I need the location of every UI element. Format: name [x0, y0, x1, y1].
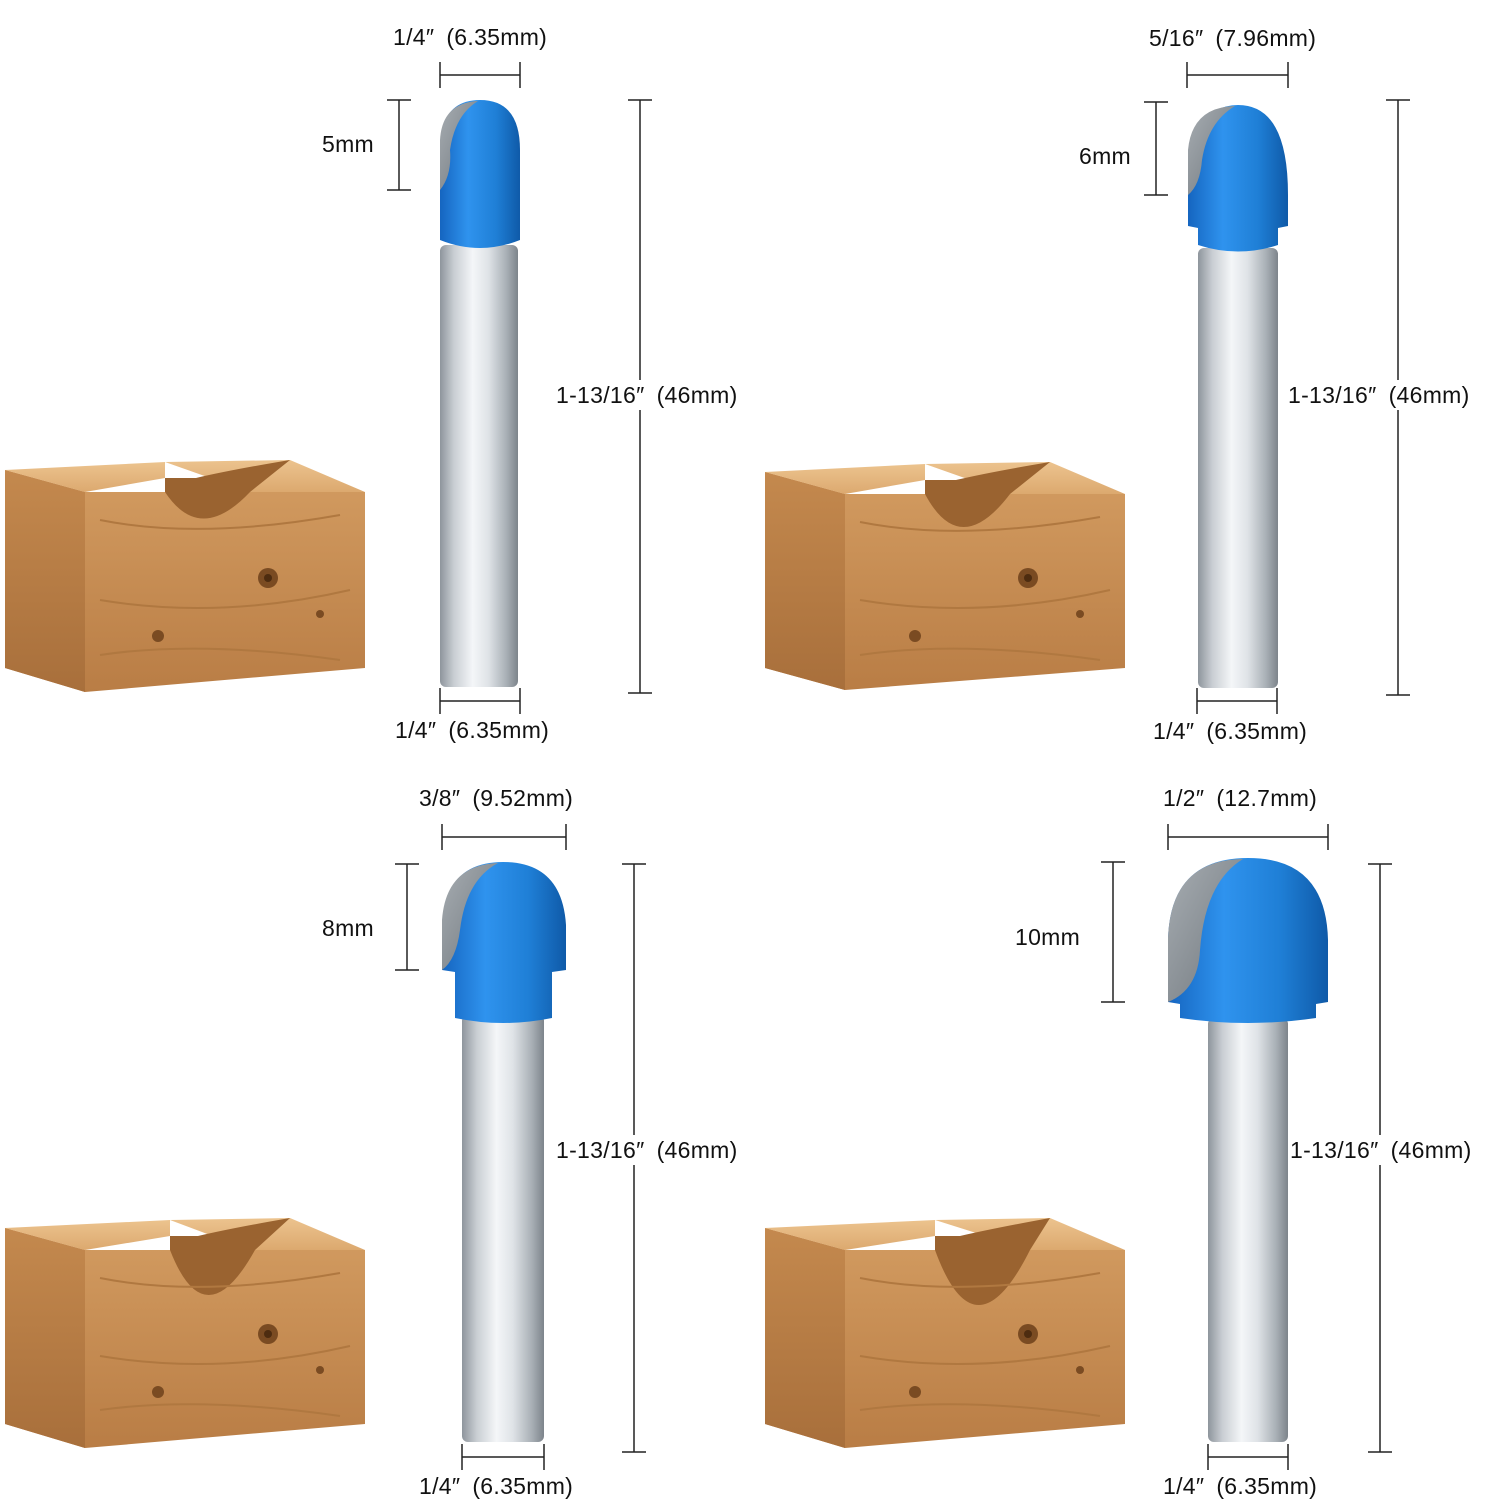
router-bit-panel: 1/4″(6.35mm) 5mm 1-13/16″(46mm) 1/4″(6.3…	[0, 0, 750, 750]
overall-length-label: 1-13/16″(46mm)	[556, 1137, 738, 1163]
radius-label: 5mm	[322, 131, 375, 157]
router-bit-image	[442, 862, 566, 1442]
router-bit-illustration	[5, 824, 646, 1470]
router-bit-panel: 3/8″(9.52mm) 8mm 1-13/16″(46mm) 1/4″(6.3…	[0, 750, 750, 1500]
cut-diameter-label: 3/8″(9.52mm)	[419, 785, 574, 811]
wood-block-image	[765, 462, 1125, 690]
shank-diameter-label: 1/4″(6.35mm)	[1153, 718, 1308, 744]
overall-length-label: 1-13/16″(46mm)	[1290, 1137, 1472, 1163]
overall-length-label: 1-13/16″(46mm)	[1288, 382, 1470, 408]
router-bit-illustration	[765, 824, 1392, 1470]
router-bit-image	[1188, 105, 1288, 688]
router-bit-panel: 1/2″(12.7mm) 10mm 1-13/16″(46mm) 1/4″(6.…	[750, 750, 1500, 1500]
router-bit-image	[440, 100, 520, 687]
router-bit-illustration	[5, 62, 652, 714]
dimension-lines	[395, 824, 646, 1470]
shank-diameter-label: 1/4″(6.35mm)	[419, 1473, 574, 1499]
cut-diameter-label: 1/2″(12.7mm)	[1163, 785, 1318, 811]
cut-diameter-label: 5/16″(7.96mm)	[1149, 25, 1317, 51]
radius-label: 6mm	[1079, 143, 1132, 169]
overall-length-label: 1-13/16″(46mm)	[556, 382, 738, 408]
router-bit-illustration	[765, 62, 1410, 714]
router-bit-image	[1168, 858, 1328, 1442]
shank-diameter-label: 1/4″(6.35mm)	[1163, 1473, 1318, 1499]
radius-label: 8mm	[322, 915, 375, 941]
wood-block-image	[5, 1218, 365, 1448]
wood-block-image	[5, 460, 365, 692]
dimension-lines	[387, 62, 652, 714]
cut-diameter-label: 1/4″(6.35mm)	[393, 24, 548, 50]
dimension-lines	[1144, 62, 1410, 714]
wood-block-image	[765, 1218, 1125, 1448]
radius-label: 10mm	[1015, 924, 1081, 950]
router-bit-panel: 5/16″(7.96mm) 6mm 1-13/16″(46mm) 1/4″(6.…	[750, 0, 1500, 750]
dimension-lines	[1101, 824, 1392, 1470]
shank-diameter-label: 1/4″(6.35mm)	[395, 717, 550, 743]
